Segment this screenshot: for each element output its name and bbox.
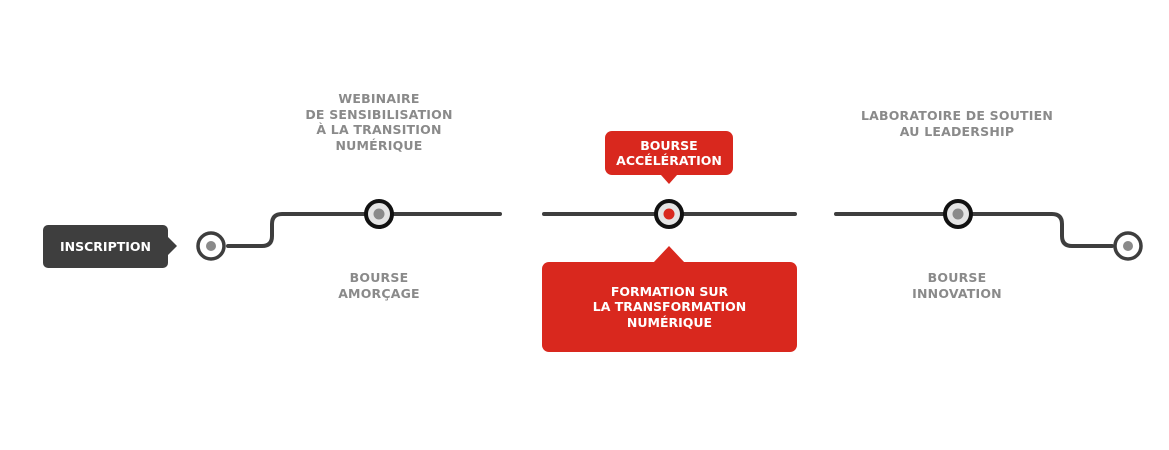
node-step-3[interactable] (943, 199, 973, 229)
step-1-bottom-label: BOURSE AMORÇAGE (338, 270, 420, 301)
top-bubble-pointer (661, 175, 677, 184)
timeline-segment-1 (226, 212, 502, 248)
end-node[interactable] (1113, 231, 1143, 261)
inscription-pointer (167, 236, 177, 256)
node-step-2[interactable] (654, 199, 684, 229)
node-step-1[interactable] (364, 199, 394, 229)
timeline-segment-3 (834, 212, 1114, 248)
step-2-top-bubble[interactable]: BOURSE ACCÉLÉRATION (605, 131, 733, 175)
inscription-box[interactable]: INSCRIPTION (43, 225, 168, 268)
step-2-bottom-box[interactable]: FORMATION SUR LA TRANSFORMATION NUMÉRIQU… (542, 262, 797, 352)
step-3-top-label: LABORATOIRE DE SOUTIEN AU LEADERSHIP (860, 108, 1054, 139)
step-1-top-label: WEBINAIRE DE SENSIBILISATION À LA TRANSI… (305, 91, 453, 153)
start-node[interactable] (196, 231, 226, 261)
step-3-bottom-label: BOURSE INNOVATION (912, 270, 1002, 301)
bottom-box-pointer (653, 246, 685, 263)
